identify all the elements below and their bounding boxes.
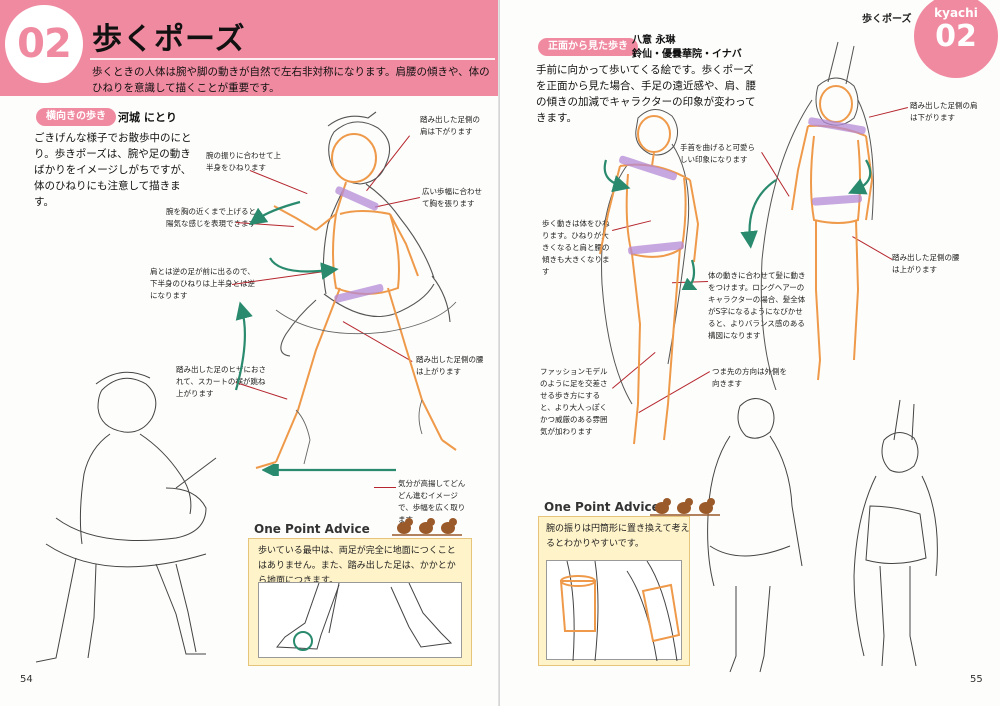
page-title: 歩くポーズ bbox=[92, 22, 246, 57]
badge-kana: kyachi bbox=[934, 6, 978, 20]
page-number-left: 54 bbox=[20, 674, 33, 685]
right-body-text: 手前に向かって歩いてくる絵です。歩くポーズを正面から見た場合、手足の遠近感や、肩… bbox=[536, 64, 757, 124]
advice-text-left: 歩いている最中は、両足が完全に地面につくことはありません。また、踏み出した足は、… bbox=[258, 546, 456, 586]
note-hip-up-right: 踏み出した足側の腰は上がります bbox=[892, 253, 960, 274]
motion-arrows-right bbox=[603, 159, 872, 290]
intro-text: 歩くときの人体は腕や脚の動きが自然で左右非対称になります。肩腰の傾きや、体のひね… bbox=[92, 66, 490, 94]
note-body-move: 歩く動きは体をひねります。ひねりが大きくなると肩と腰の傾きも大きくなります bbox=[542, 219, 610, 276]
character-name-left: 河城 にとり bbox=[118, 111, 177, 124]
left-body-text: ごきげんな様子でお散歩中のにとり。歩きポーズは、腕や足の動きばかりをイメージしが… bbox=[34, 132, 192, 208]
arm-cylinder-illustration bbox=[559, 561, 681, 661]
chapter-number: 02 bbox=[2, 2, 86, 86]
motion-arrows-left bbox=[234, 200, 339, 391]
badge-number: 02 bbox=[935, 19, 977, 54]
note-knee: 踏み出した足のヒザにおされて、スカートの裾が跳ね上がります bbox=[176, 365, 266, 398]
note-stride: 広い歩幅に合わせて胸を張ります bbox=[422, 187, 482, 208]
advice-title-left: One Point Advice bbox=[254, 522, 370, 536]
birds-icon bbox=[392, 518, 462, 536]
section-label-front: 正面から見た歩き bbox=[538, 38, 638, 56]
note-neck: 手首を曲げると可愛らしい印象になります bbox=[680, 143, 755, 164]
feet-illustration bbox=[275, 583, 453, 651]
note-mood: 気分が高揚してどんどん進むイメージで、歩幅を広く取ります bbox=[398, 479, 466, 524]
advice-inset-left bbox=[258, 582, 462, 658]
front-walk-figure-reisen bbox=[760, 41, 874, 390]
advice-title-right: One Point Advice bbox=[544, 500, 660, 514]
note-twist: 肩とは逆の足が前に出るので、下半身のひねりは上半身とは逆になります bbox=[150, 267, 255, 300]
stride-arrow bbox=[262, 464, 396, 476]
right-page: 歩くポーズ kyachi 02 正面から見た歩き 八意 永琳 鈴仙・優曇華院・イ… bbox=[500, 0, 1000, 706]
running-header: 歩くポーズ bbox=[862, 14, 912, 25]
chapter-badge: kyachi 02 bbox=[914, 0, 998, 78]
title-divider bbox=[90, 58, 495, 60]
character-names-right: 八意 永琳 鈴仙・優曇華院・イナバ bbox=[632, 35, 742, 60]
advice-inset-right bbox=[546, 560, 682, 661]
note-arm-close: 腕を胸の近くまで上げると、陽気な感じを表現できます bbox=[166, 207, 264, 228]
advice-text-right: 腕の振りは円筒形に置き換えて考えるとわかりやすいです。 bbox=[546, 524, 690, 549]
note-shoulder-down: 踏み出した足側の肩は下がります bbox=[910, 101, 978, 122]
birds-icon bbox=[650, 498, 720, 516]
note-hair: 体の動きに合わせて髪に動きをつけます。ロングヘアーのキャラクターの場合、髪全体が… bbox=[708, 271, 806, 340]
note-toes: つま先の方向は外側を向きます bbox=[712, 367, 787, 388]
note-fashion: ファッションモデルのように足を交差させる歩き方にすると、より大人っぽくかつ威厳の… bbox=[540, 367, 608, 436]
page-number-right: 55 bbox=[970, 674, 983, 685]
finished-front-figures bbox=[707, 398, 938, 673]
left-page: 02 歩くポーズ 歩くときの人体は腕や脚の動きが自然で左右非対称になります。肩腰… bbox=[0, 0, 500, 685]
leader-line bbox=[374, 487, 396, 488]
finished-side-figure bbox=[36, 371, 217, 663]
section-label-side: 横向きの歩き bbox=[36, 108, 116, 126]
note-step-shoulder: 踏み出した足側の肩は下がります bbox=[420, 115, 480, 136]
front-walk-figure-eirin bbox=[599, 109, 700, 445]
note-arm-swing: 腕の振りに合わせて上半身をひねります bbox=[206, 151, 281, 172]
note-hip-up: 踏み出した足側の腰は上がります bbox=[416, 355, 484, 376]
